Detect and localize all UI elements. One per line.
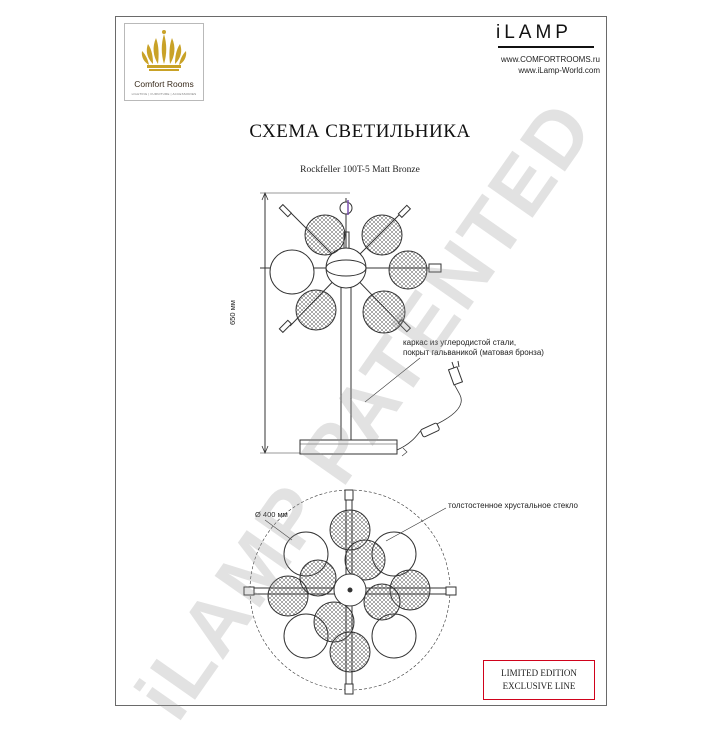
- edition-line-1: LIMITED EDITION: [501, 668, 577, 678]
- glass-note: толстостенное хрустальное стекло: [448, 501, 579, 510]
- frame-material-note: каркас из углеродистой стали, покрыт гал…: [403, 338, 573, 358]
- comfort-rooms-logo: Comfort Rooms LIGHTING | FURNITURE | ACC…: [124, 23, 204, 101]
- technical-drawing: [243, 191, 464, 695]
- model-name: Rockfeller 100T-5 Matt Bronze: [300, 165, 420, 175]
- brand-tagline: LIGHTING | FURNITURE | ACCESSORIES: [131, 92, 197, 96]
- page-title: СХЕМА СВЕТИЛЬНИКА: [249, 121, 471, 142]
- edition-line-2: EXCLUSIVE LINE: [502, 681, 576, 691]
- brand-name: Comfort Rooms: [134, 79, 194, 89]
- diameter-label: Ø 400 мм: [255, 510, 288, 519]
- frame-note-line-1: каркас из углеродистой стали,: [403, 338, 517, 347]
- ilamp-logo-underline: [498, 46, 594, 48]
- height-dimension-label: 650 мм: [228, 300, 237, 325]
- ilamp-logo: iLAMP: [496, 22, 572, 43]
- crown-logo-icon: [141, 30, 187, 71]
- plug-icon: [447, 360, 464, 386]
- frame-note-line-2: покрыт гальваникой (матовая бронза): [403, 348, 544, 357]
- site-link-comfortrooms[interactable]: www.COMFORTROOMS.ru: [501, 55, 600, 64]
- edition-badge: LIMITED EDITION EXCLUSIVE LINE: [483, 660, 595, 700]
- lamp-side-view-icon: [260, 191, 464, 457]
- lamp-top-view-icon: [243, 489, 457, 695]
- site-link-ilamp-world[interactable]: www.iLamp-World.com: [518, 66, 600, 75]
